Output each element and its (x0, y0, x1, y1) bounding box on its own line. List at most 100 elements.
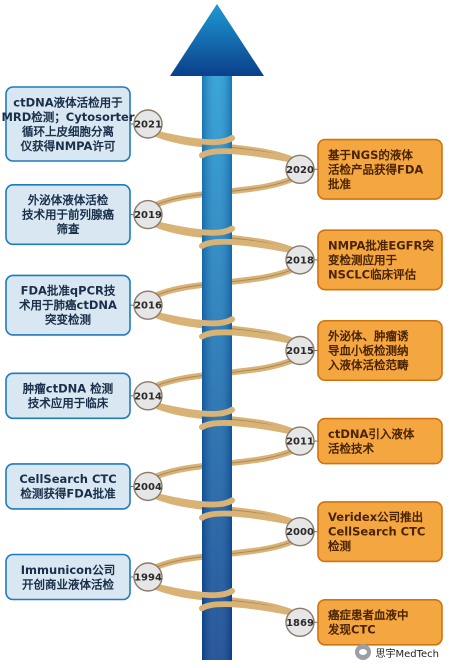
ribbon-front (155, 131, 235, 146)
event-text-line: 检测 (328, 539, 351, 553)
event-text-line: ctDNA液体活检用于 (13, 95, 123, 109)
event-text-line: 技术应用于临床 (28, 396, 109, 410)
arrow-shaft-shading (202, 74, 232, 660)
event-box-right (317, 138, 443, 200)
year-circle (285, 154, 315, 185)
event-text-line: 术用于肺癌ctDNA (18, 298, 117, 312)
ribbon-front (155, 312, 235, 327)
event-box-left (5, 553, 131, 601)
event-text-line: ctDNA引入液体 (328, 427, 415, 441)
year-circle (285, 426, 315, 456)
year-label: 2014 (134, 391, 162, 402)
year-label: 2015 (286, 346, 314, 357)
year-label: 2018 (286, 255, 314, 266)
ribbon-front-layer (155, 131, 293, 616)
year-circle (133, 109, 163, 139)
ribbon-front (155, 584, 235, 599)
event-text-line: CellSearch CTC (328, 525, 425, 539)
event-box-left (5, 372, 131, 420)
event-box-left (5, 86, 131, 162)
year-label: 1994 (134, 573, 162, 584)
event-text-line: FDA批准qPCR技 (21, 284, 116, 298)
event-text-line: 检测获得FDA批准 (20, 487, 116, 501)
event-text-line: CellSearch CTC (19, 472, 116, 486)
year-label: 1869 (286, 618, 314, 629)
ribbon-front (199, 238, 293, 253)
event-text-line: 循环上皮细胞分离 (21, 124, 114, 138)
year-circle (133, 562, 163, 592)
year-label: 2016 (134, 301, 162, 312)
year-circle (133, 381, 163, 411)
year-circle (285, 517, 315, 547)
year-label: 2020 (286, 165, 314, 176)
event-text-line: 开创商业液体活检 (22, 577, 114, 591)
event-box-right (317, 598, 443, 646)
year-circle (133, 290, 163, 320)
ribbon-front (199, 329, 293, 344)
year-label: 2021 (134, 120, 162, 131)
year-label: 2011 (286, 437, 314, 448)
event-box-right (317, 417, 443, 465)
event-text-line: Veridex公司推出 (328, 510, 423, 524)
arrow-head (170, 4, 264, 76)
event-text-line: NSCLC临床评估 (328, 267, 417, 281)
year-label: 2000 (286, 527, 314, 538)
event-text-line: 活检技术 (328, 441, 374, 455)
event-box-left (5, 184, 131, 246)
timeline-events: ctDNA液体活检用于MRD检测；Cytosorter循环上皮细胞分离仪获得NM… (1, 86, 443, 646)
ribbon-front (155, 221, 235, 236)
event-text-line: 导血小板检测纳 (328, 344, 409, 358)
watermark: 思宇MedTech (355, 644, 439, 660)
year-circle (285, 335, 315, 366)
event-text-line: 筛查 (57, 222, 80, 236)
event-text-line: Immunicon公司 (21, 563, 115, 577)
event-box-right (317, 229, 443, 291)
ribbon-front (199, 419, 293, 435)
watermark-text: 思宇MedTech (375, 648, 439, 660)
timeline-arrow (170, 4, 264, 660)
ribbon-front (199, 148, 293, 163)
ribbon-front (199, 601, 293, 616)
event-text-line: 肿瘤ctDNA 检测 (23, 382, 113, 396)
event-text-line: 批准 (328, 177, 351, 191)
ribbon-front (199, 510, 293, 525)
event-box-left (5, 274, 131, 336)
event-text-line: 发现CTC (327, 623, 376, 637)
event-text-line: NMPA批准EGFR突 (328, 238, 434, 252)
year-circle (285, 245, 315, 275)
event-text-line: 基于NGS的液体 (327, 148, 413, 162)
year-label: 2019 (134, 210, 162, 221)
event-text-line: 外泌体液体活检 (27, 193, 109, 207)
year-label: 2004 (134, 482, 162, 493)
event-text-line: 突变检测 (45, 313, 91, 327)
year-circle (285, 607, 315, 637)
ribbon-front (155, 402, 235, 417)
event-text-line: 入液体活检范畴 (328, 358, 409, 372)
ribbon-front (155, 493, 235, 508)
wechat-logo-icon (355, 644, 372, 660)
year-circle (133, 471, 163, 502)
event-text-line: 癌症患者血液中 (328, 608, 409, 622)
event-text-line: MRD检测；Cytosorter (1, 110, 134, 124)
event-text-line: 活检产品获得FDA (328, 162, 423, 176)
event-box-right (317, 319, 443, 382)
event-box-right (317, 501, 443, 563)
year-circle (133, 199, 163, 230)
event-text-line: 外泌体、肿瘤诱 (327, 329, 409, 343)
event-text-line: 技术用于前列腺癌 (22, 208, 114, 222)
event-box-left (5, 463, 131, 510)
timeline-event: ctDNA液体活检用于MRD检测；Cytosorter循环上皮细胞分离仪获得NM… (1, 86, 163, 162)
event-text-line: 变检测应用于 (328, 253, 397, 267)
